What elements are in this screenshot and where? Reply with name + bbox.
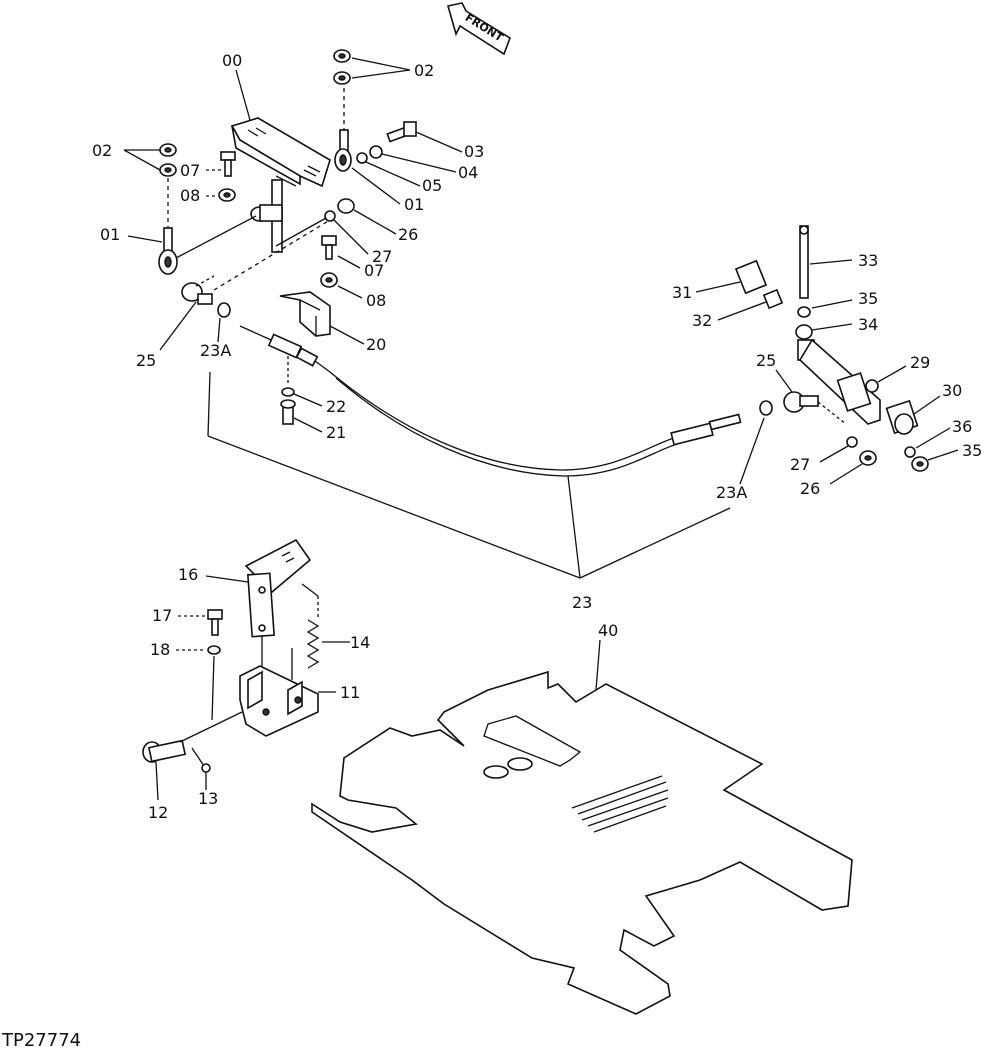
nut-35-bottom xyxy=(911,456,929,472)
pin-12 xyxy=(142,739,187,763)
pedal-part-00 xyxy=(230,117,331,253)
spacer-32 xyxy=(762,288,784,310)
callout-35: 35 xyxy=(962,441,982,460)
bolt-21 xyxy=(280,399,296,425)
pedal-16 xyxy=(244,538,319,638)
bolt-07-left xyxy=(220,151,236,177)
washer-22 xyxy=(281,387,295,397)
callout-16: 16 xyxy=(178,565,198,584)
ball-joint-25-left xyxy=(181,275,215,305)
floor-mat-40 xyxy=(311,670,853,1015)
spring-14 xyxy=(306,619,320,669)
washer-05 xyxy=(356,152,368,164)
bolt-03 xyxy=(386,121,417,143)
callout-13: 13 xyxy=(198,789,218,808)
callout-01: 01 xyxy=(404,195,424,214)
bolt-07-middle xyxy=(321,235,337,260)
callout-04: 04 xyxy=(458,163,478,182)
front-arrow: FRONT xyxy=(446,2,511,56)
callout-02: 02 xyxy=(414,61,434,80)
callout-07: 07 xyxy=(364,261,384,280)
figure-reference: TP27774 xyxy=(1,1030,81,1051)
sleeve-30 xyxy=(885,399,919,435)
bracket-11 xyxy=(239,665,319,737)
bracket-20 xyxy=(279,291,331,337)
callout-31: 31 xyxy=(672,283,692,302)
washer-27-top xyxy=(324,210,336,222)
callout-40: 40 xyxy=(598,621,618,640)
callout-21: 21 xyxy=(326,423,346,442)
ball-joint-25-right xyxy=(783,391,819,413)
callout-26: 26 xyxy=(800,479,820,498)
sleeve-31 xyxy=(734,259,768,295)
nut-02-top xyxy=(333,49,351,85)
callout-27: 27 xyxy=(372,247,392,266)
nut-26-right xyxy=(859,450,877,466)
callout-02: 02 xyxy=(92,141,112,160)
nut-08-middle xyxy=(320,272,338,288)
rod-end-01-left xyxy=(158,227,178,275)
callout-33: 33 xyxy=(858,251,878,270)
callout-05: 05 xyxy=(422,176,442,195)
callout-03: 03 xyxy=(464,142,484,161)
callout-14: 14 xyxy=(350,633,370,652)
bolt-17 xyxy=(207,609,223,636)
lever-29 xyxy=(798,338,881,425)
nut-35-top xyxy=(797,306,811,318)
washer-04 xyxy=(369,145,383,159)
callout-29: 29 xyxy=(910,353,930,372)
nut-23a-right xyxy=(759,400,773,416)
callout-07: 07 xyxy=(180,161,200,180)
callout-32: 32 xyxy=(692,311,712,330)
callout-08: 08 xyxy=(366,291,386,310)
callout-30: 30 xyxy=(942,381,962,400)
washer-36 xyxy=(904,446,916,458)
washer-18 xyxy=(207,645,221,655)
washer-27-right xyxy=(846,436,858,448)
callout-17: 17 xyxy=(152,606,172,625)
nut-02-left xyxy=(159,143,177,177)
callout-23a: 23A xyxy=(716,483,747,502)
callout-12: 12 xyxy=(148,803,168,822)
callout-25: 25 xyxy=(756,351,776,370)
callout-27: 27 xyxy=(790,455,810,474)
clip-13 xyxy=(191,747,211,773)
callout-25: 25 xyxy=(136,351,156,370)
rod-33 xyxy=(799,225,809,299)
cable-23 xyxy=(239,325,742,477)
callout-34: 34 xyxy=(858,315,878,334)
callout-01: 01 xyxy=(100,225,120,244)
callout-35: 35 xyxy=(858,289,878,308)
callout-36: 36 xyxy=(952,417,972,436)
callout-11: 11 xyxy=(340,683,360,702)
nut-23a-left xyxy=(217,302,231,318)
callout-23: 23 xyxy=(572,593,592,612)
rod-end-01-right xyxy=(334,129,352,172)
callout-20: 20 xyxy=(366,335,386,354)
nut-08-left xyxy=(218,188,236,202)
callout-26: 26 xyxy=(398,225,418,244)
nut-26-top xyxy=(337,198,355,214)
callout-00: 00 xyxy=(222,51,242,70)
callout-22: 22 xyxy=(326,397,346,416)
callout-18: 18 xyxy=(150,640,170,659)
callout-08: 08 xyxy=(180,186,200,205)
callout-23a: 23A xyxy=(200,341,231,360)
